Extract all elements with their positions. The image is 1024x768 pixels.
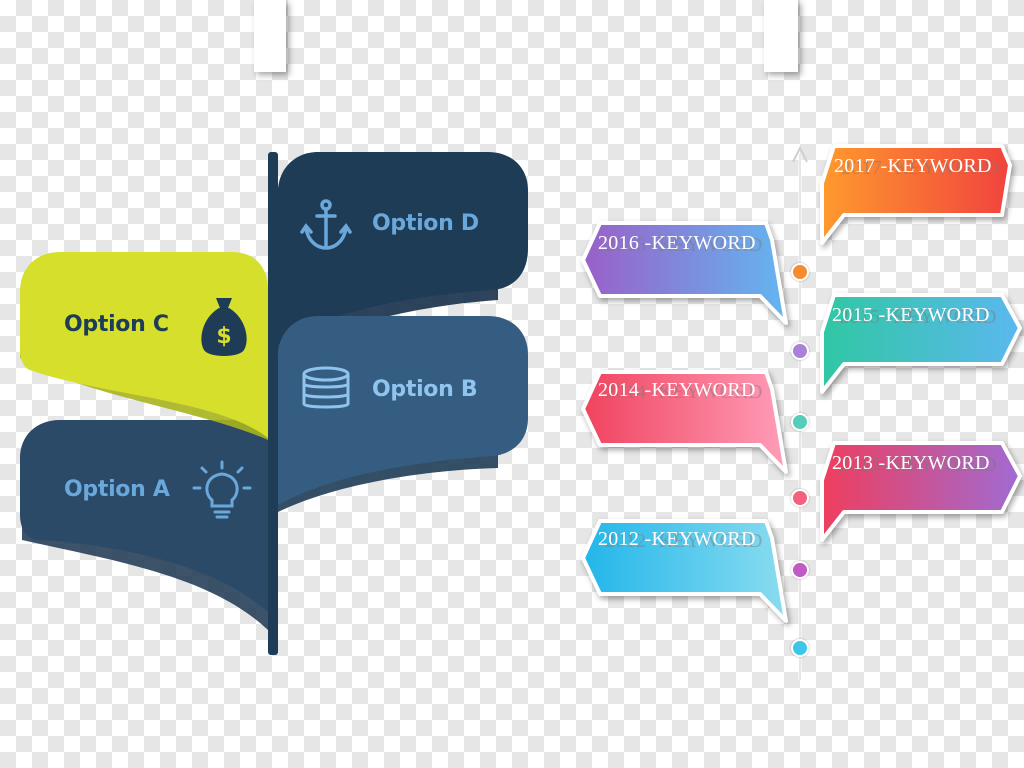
timeline-dot-2017 — [791, 263, 809, 281]
keyword-banner-2015: 2015 -KEYWORD — [816, 292, 1024, 395]
petal-option-d-curl — [278, 280, 498, 360]
timeline-dot-2015 — [791, 413, 809, 431]
keyword-label-2014: 2014 -KEYWORD — [598, 379, 756, 401]
timeline-dot-2013 — [791, 561, 809, 579]
dollar-sign: $ — [216, 324, 231, 349]
database-icon — [302, 366, 350, 409]
keyword-banner-2012: 2012 -KEYWORD — [580, 518, 790, 624]
timeline-dot-2014 — [791, 489, 809, 507]
keyword-label-2015: 2015 -KEYWORD — [832, 304, 990, 326]
options-diagram: $ — [20, 152, 528, 655]
petal-option-d — [278, 152, 528, 345]
keyword-banner-2013: 2013 -KEYWORD — [816, 440, 1024, 543]
petal-option-a — [20, 420, 268, 612]
keyword-label-2017: 2017 -KEYWORD — [834, 155, 992, 177]
anchor-icon — [300, 199, 352, 250]
keyword-label-2012: 2012 -KEYWORD — [598, 528, 756, 550]
paper-strip-right — [764, 0, 798, 72]
diagram-stem — [268, 152, 278, 655]
keyword-label-2013: 2013 -KEYWORD — [832, 452, 990, 474]
keyword-banner-2014: 2014 -KEYWORD — [580, 369, 790, 475]
option-d-label: Option D — [372, 211, 479, 236]
lightbulb-icon — [192, 460, 252, 519]
option-a-label: Option A — [64, 477, 170, 502]
petal-option-b-curl — [278, 448, 498, 512]
keyword-banner-2017: 2017 -KEYWORD — [816, 143, 1012, 246]
timeline-arrow-head — [792, 145, 808, 163]
paper-strip-left — [254, 0, 286, 72]
option-c-label: Option C — [64, 312, 169, 337]
petal-option-b — [278, 316, 528, 505]
option-b-label: Option B — [372, 377, 478, 402]
money-bag-icon — [201, 298, 247, 356]
keyword-banner-2016: 2016 -KEYWORD — [580, 220, 790, 326]
keyword-label-2016: 2016 -KEYWORD — [598, 232, 756, 254]
petal-option-c — [20, 252, 268, 438]
timeline-dot-2012 — [791, 639, 809, 657]
timeline-dot-2016 — [791, 342, 809, 360]
